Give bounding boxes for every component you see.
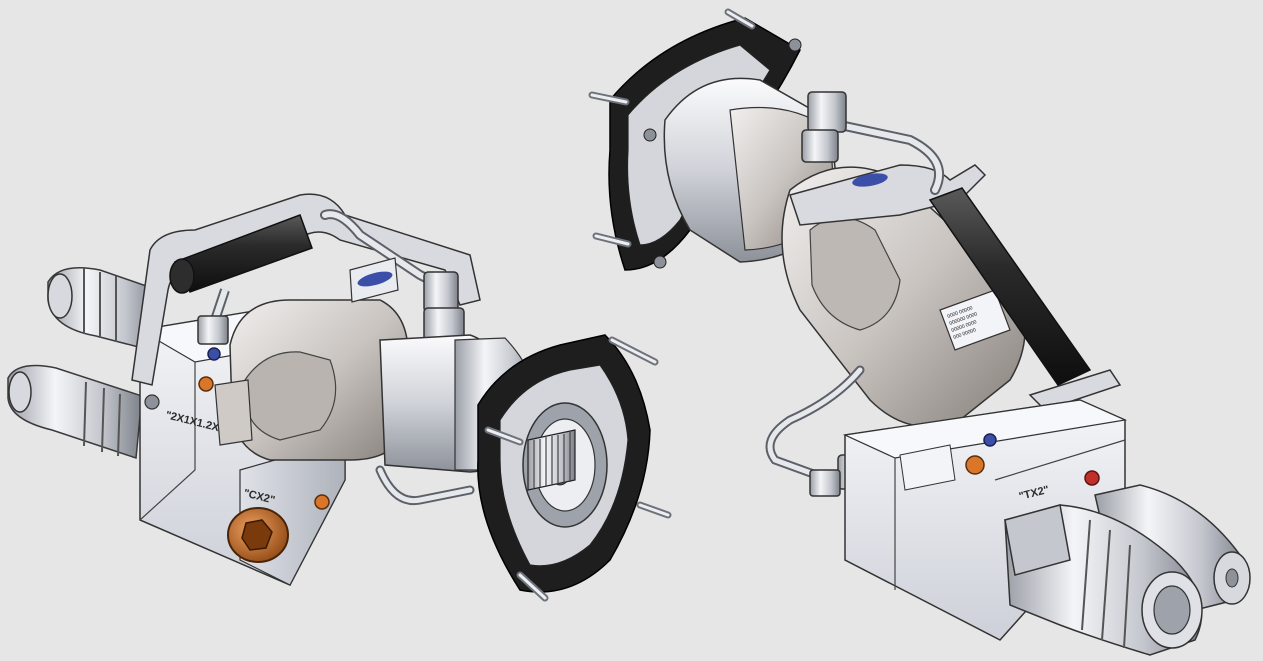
port-orange bbox=[198, 376, 214, 392]
port-blue bbox=[207, 347, 221, 361]
right-quick-coupler-front bbox=[1004, 504, 1203, 656]
left-quick-coupler-lower bbox=[7, 364, 143, 460]
right-motor-name-plate: 0000 00000 000000 0000 00000 0000 000 00… bbox=[939, 289, 1011, 351]
motor-name-plate bbox=[349, 257, 399, 303]
right-steel-tube bbox=[765, 120, 944, 485]
right-hydraulic-assembly: 0000 00000 000000 0000 00000 0000 000 00… bbox=[588, 8, 1251, 656]
port-orange bbox=[314, 494, 330, 510]
left-steel-tube bbox=[210, 209, 445, 322]
port-red bbox=[1084, 470, 1100, 486]
left-elbow-fittings bbox=[197, 271, 465, 345]
left-quick-coupler-upper bbox=[47, 267, 159, 351]
right-hydraulic-motor bbox=[781, 166, 1026, 428]
right-hydraulic-hose bbox=[928, 187, 1092, 386]
right-flange-studs bbox=[588, 8, 756, 248]
left-hydraulic-motor bbox=[214, 299, 411, 461]
flange-studs bbox=[484, 336, 672, 602]
left-hydraulic-assembly: "2X1X1.2X1X" "CX2" bbox=[7, 193, 672, 602]
port-blue bbox=[983, 433, 997, 447]
right-manifold-block: "TX2" bbox=[842, 399, 1128, 641]
port-orange bbox=[965, 455, 985, 475]
right-quick-coupler-rear bbox=[1094, 484, 1251, 611]
left-drain-tube bbox=[375, 465, 475, 506]
left-hydraulic-hose bbox=[169, 214, 313, 294]
splined-shaft bbox=[527, 429, 576, 491]
brass-plug bbox=[227, 507, 289, 563]
